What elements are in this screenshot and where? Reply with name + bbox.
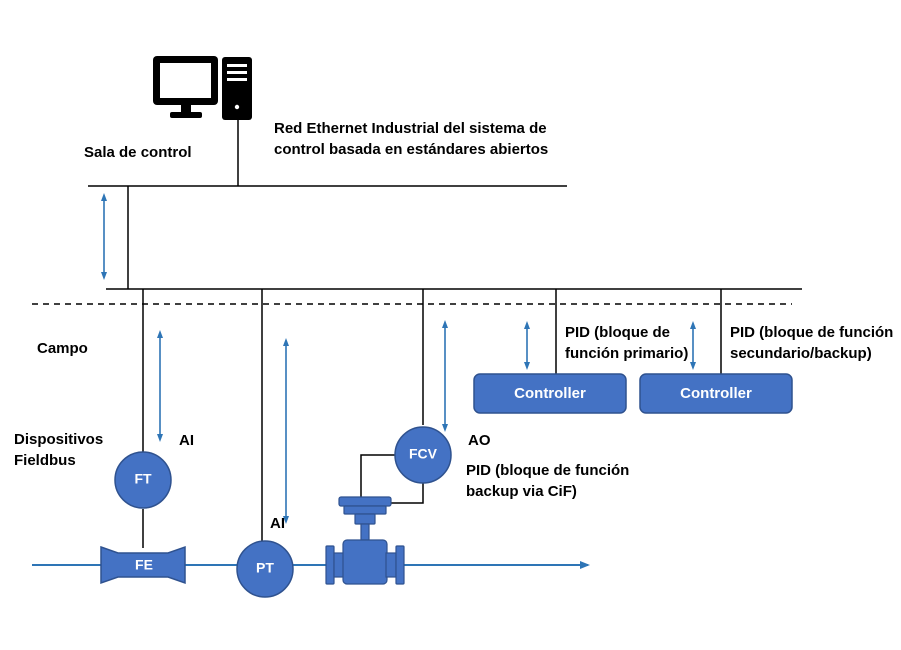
device-drop-lines xyxy=(142,289,722,548)
controller-backup-label: Controller xyxy=(680,385,752,402)
pid-primary-line2: función primario) xyxy=(565,345,688,362)
pid-backup-line2: secundario/backup) xyxy=(730,345,872,362)
devices-label-line1: Dispositivos xyxy=(14,431,103,448)
ethernet-label-line1: Red Ethernet Industrial del sistema de xyxy=(274,120,547,137)
devices-label-line2: Fieldbus xyxy=(14,452,76,469)
controller-backup[interactable]: Controller xyxy=(639,373,793,414)
field-label: Campo xyxy=(37,340,88,357)
pt-transmitter[interactable]: PT xyxy=(236,540,294,598)
communication-arrows xyxy=(101,193,696,524)
pid-cif-line2: backup via CiF) xyxy=(466,483,577,500)
computer-tower-icon xyxy=(222,57,252,120)
fcv-controller[interactable]: FCV xyxy=(394,426,452,484)
pid-primary-line1: PID (bloque de xyxy=(565,324,670,341)
ft-label: FT xyxy=(134,471,152,487)
network-lines xyxy=(88,120,802,290)
control-valve-icon[interactable] xyxy=(325,496,405,585)
ft-transmitter[interactable]: FT xyxy=(114,451,172,509)
fe-label: FE xyxy=(135,557,153,573)
computer-monitor-icon xyxy=(153,56,218,118)
pt-label: PT xyxy=(256,560,274,576)
ao-label: AO xyxy=(468,432,491,449)
ethernet-label-line2: control basada en estándares abiertos xyxy=(274,141,548,158)
ai-pt-label: AI xyxy=(270,515,285,532)
ai-ft-label: AI xyxy=(179,432,194,449)
fcv-label: FCV xyxy=(409,446,438,462)
pid-backup-line1: PID (bloque de función xyxy=(730,324,893,341)
flow-element-icon[interactable]: FE xyxy=(100,545,186,585)
control-room-label: Sala de control xyxy=(84,144,192,161)
controller-primary[interactable]: Controller xyxy=(473,373,627,414)
controller-primary-label: Controller xyxy=(514,385,586,402)
pid-cif-line1: PID (bloque de función xyxy=(466,462,629,479)
